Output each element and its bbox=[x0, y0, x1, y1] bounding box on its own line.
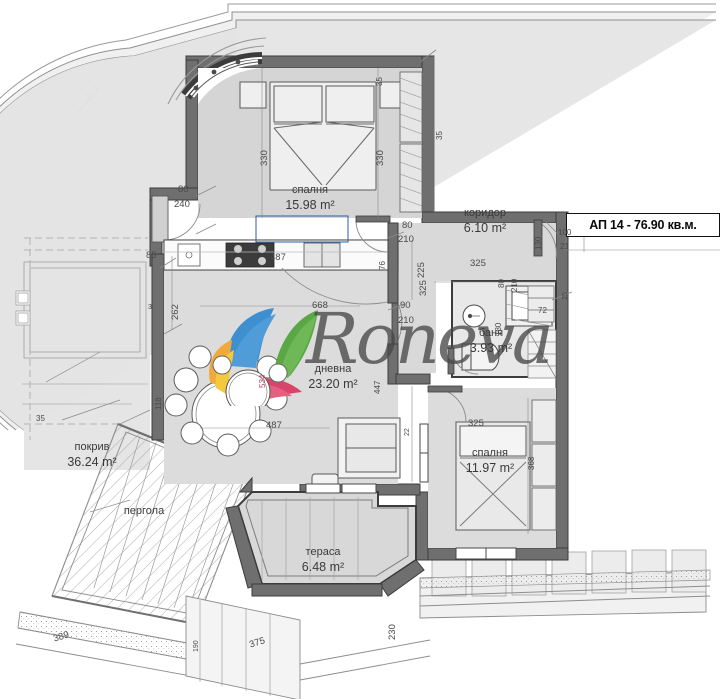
dim-living-35: 35 bbox=[36, 414, 45, 423]
dim-wall-top-1: 35 bbox=[375, 77, 384, 86]
dim-living-668: 668 bbox=[312, 300, 328, 311]
dim-door-210b: 210 bbox=[398, 315, 414, 326]
dim-title-21: 21 bbox=[560, 242, 569, 251]
dim-bath-80: 80 bbox=[497, 279, 506, 288]
dim-living-534: 534 bbox=[258, 374, 267, 388]
dim-bedroom1-left: 330 bbox=[259, 150, 270, 166]
dim-living-487: 487 bbox=[266, 420, 282, 431]
dim-left-3: 3 bbox=[148, 304, 152, 311]
dim-bath-72: 72 bbox=[538, 306, 547, 315]
dim-corridor-325: 325 bbox=[470, 258, 486, 269]
apartment-title-text: АП 14 - 76.90 кв.м. bbox=[589, 218, 697, 232]
dim-door-90: 90 bbox=[400, 300, 411, 311]
apartment-title-box: АП 14 - 76.90 кв.м. bbox=[566, 213, 720, 237]
dim-niche-80: 80 bbox=[178, 184, 189, 195]
dim-living-118: 118 bbox=[154, 397, 163, 410]
dim-living-447: 447 bbox=[373, 380, 382, 394]
dim-bedroom2-368: 368 bbox=[527, 456, 536, 470]
dim-bath-25: 25 bbox=[562, 292, 569, 300]
dim-bedroom2-325: 325 bbox=[468, 418, 484, 429]
dim-title-100: 100 bbox=[558, 228, 572, 237]
dim-door-80a: 80 bbox=[402, 220, 413, 231]
dim-terrace-230: 230 bbox=[387, 624, 398, 640]
dim-bottom-190: 190 bbox=[193, 640, 200, 652]
dim-bedroom2-22: 22 bbox=[404, 428, 411, 436]
dim-door-76: 76 bbox=[378, 261, 387, 270]
dim-kitchen-487: 487 bbox=[270, 252, 286, 263]
dim-bath-210c: 210 bbox=[510, 278, 519, 292]
dim-left-262: 262 bbox=[170, 304, 181, 320]
dim-wall-right-1: 35 bbox=[435, 131, 444, 140]
dim-bath-180: 180 bbox=[494, 322, 503, 336]
dim-door-210a: 210 bbox=[398, 234, 414, 245]
dim-left-85: 85 bbox=[146, 250, 157, 261]
dim-corridor-225: 225 bbox=[416, 262, 427, 278]
dim-niche-240: 240 bbox=[174, 199, 190, 210]
dim-corridor-130: 130 bbox=[534, 236, 543, 250]
dim-bedroom1-right: 330 bbox=[375, 150, 386, 166]
dim-325a: 325 bbox=[418, 280, 429, 296]
